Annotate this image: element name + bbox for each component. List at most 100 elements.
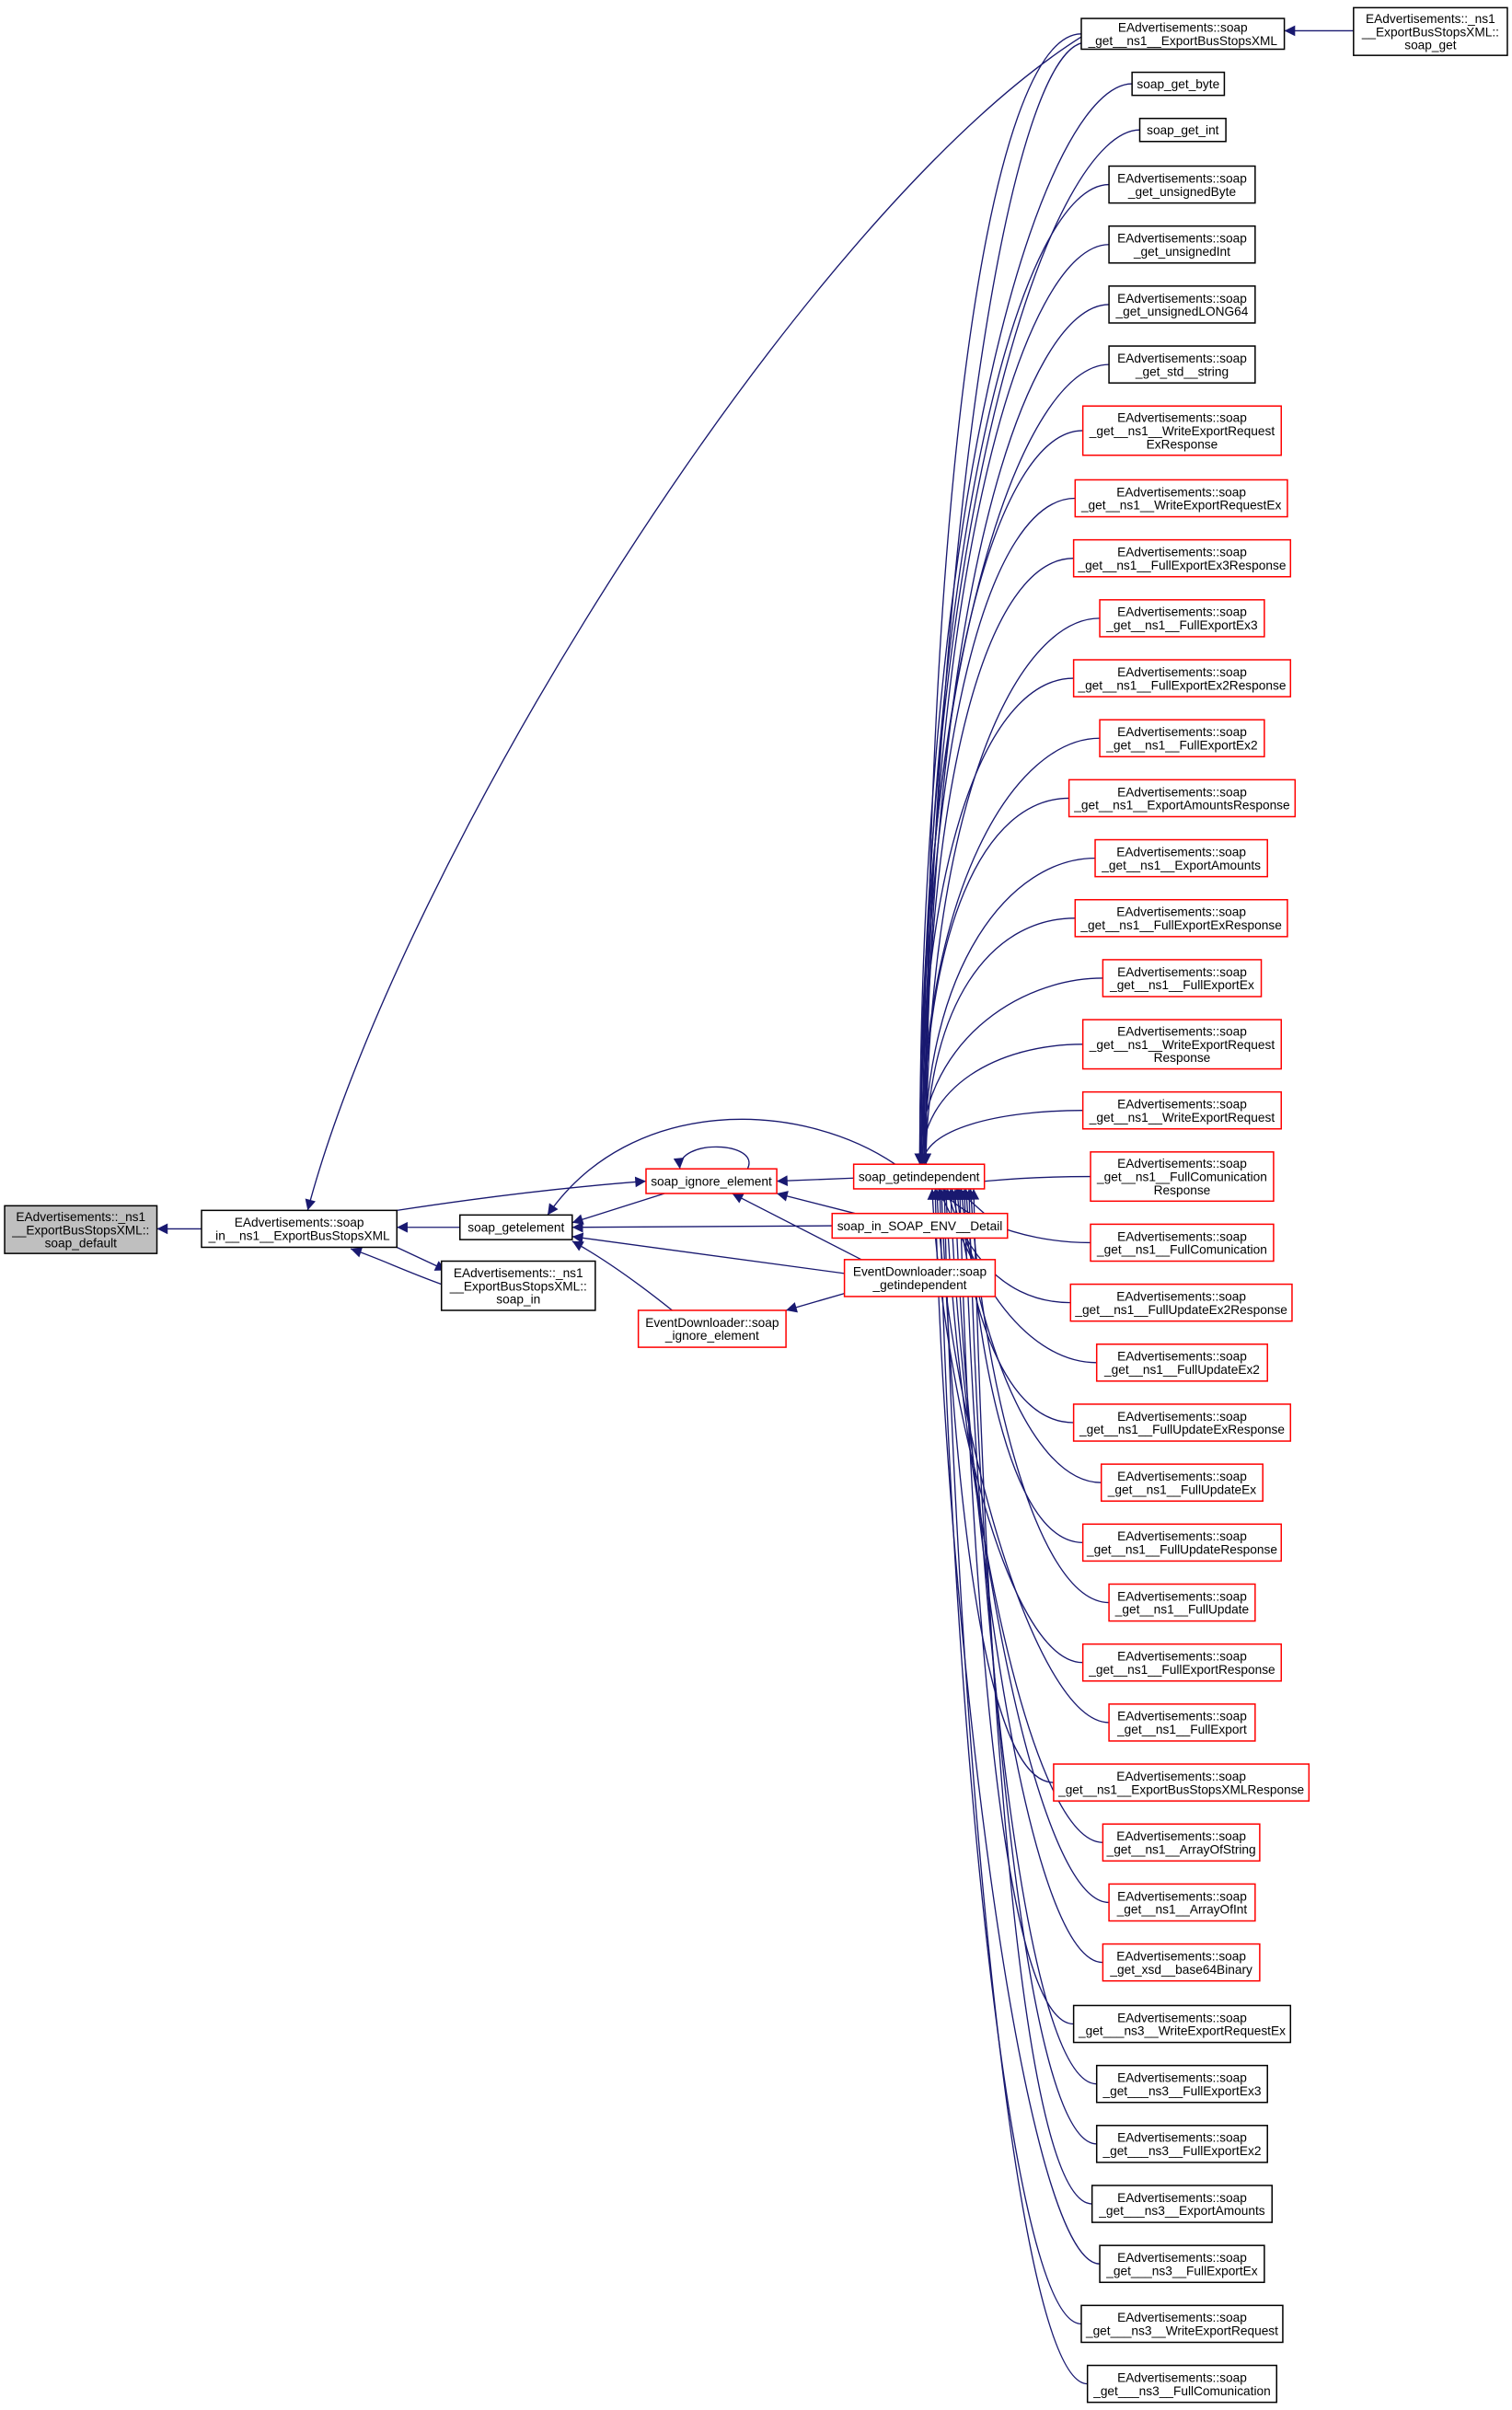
- node-label: EAdvertisements::soap: [1117, 411, 1247, 425]
- node-r16[interactable]: EAdvertisements::soap_get__ns1__FullExpo…: [1074, 898, 1288, 938]
- node-r09[interactable]: EAdvertisements::soap_get__ns1__WriteExp…: [1074, 479, 1288, 518]
- node-label: EAdvertisements::soap: [1117, 2131, 1247, 2145]
- node-label: EAdvertisements::soap: [1117, 232, 1247, 246]
- node-r14[interactable]: EAdvertisements::soap_get__ns1__ExportAm…: [1068, 778, 1297, 818]
- node-evt_ignore[interactable]: EventDownloader::soap_ignore_element: [637, 1309, 787, 1348]
- node-r13[interactable]: EAdvertisements::soap_get__ns1__FullExpo…: [1099, 719, 1265, 758]
- node-r08[interactable]: EAdvertisements::soap_get__ns1__WriteExp…: [1081, 405, 1283, 456]
- node-label: EAdvertisements::soap: [1117, 725, 1247, 739]
- node-box: [831, 1212, 1009, 1240]
- edge-evt_getind-to-evt_ignore: [785, 1292, 845, 1313]
- node-label: _get__ns1__WriteExportRequestEx: [1080, 499, 1282, 513]
- node-r10[interactable]: EAdvertisements::soap_get__ns1__FullExpo…: [1072, 538, 1292, 578]
- node-detail[interactable]: soap_in_SOAP_ENV__Detail: [831, 1212, 1009, 1240]
- node-r23[interactable]: EAdvertisements::soap_get__ns1__FullUpda…: [1095, 1343, 1268, 1382]
- node-label: EAdvertisements::_ns1: [16, 1210, 145, 1224]
- node-r40[interactable]: EAdvertisements::soap_get___ns3__FullCom…: [1086, 2364, 1278, 2404]
- node-box: [1095, 2125, 1268, 2163]
- edge-r01-to-getind-2: [918, 42, 1082, 1165]
- node-r01[interactable]: EAdvertisements::soap_get__ns1__ExportBu…: [1080, 17, 1286, 51]
- node-label: EAdvertisements::soap: [1116, 1289, 1246, 1303]
- node-r35[interactable]: EAdvertisements::soap_get___ns3__FullExp…: [1095, 2064, 1268, 2104]
- node-r34[interactable]: EAdvertisements::soap_get___ns3__WriteEx…: [1072, 2004, 1292, 2044]
- node-label: _get__ns1__FullComunication: [1096, 1243, 1267, 1257]
- node-label: EventDownloader::soap: [853, 1265, 987, 1279]
- node-r15[interactable]: EAdvertisements::soap_get__ns1__ExportAm…: [1094, 838, 1268, 878]
- node-box: [1081, 1019, 1283, 1070]
- node-r21[interactable]: EAdvertisements::soap_get__ns1__FullComu…: [1090, 1223, 1275, 1263]
- node-box: [1131, 71, 1226, 97]
- node-label: _get__ns1__FullExportEx2Response: [1077, 678, 1286, 692]
- node-label: EAdvertisements::soap: [1117, 1024, 1247, 1038]
- node-label: _get___ns3__FullExportEx3: [1102, 2084, 1261, 2098]
- node-label: _get__ns1__FullUpdateEx2Response: [1074, 1303, 1287, 1317]
- node-box: [459, 1214, 573, 1240]
- node-r17[interactable]: EAdvertisements::soap_get__ns1__FullExpo…: [1102, 959, 1263, 997]
- node-r38[interactable]: EAdvertisements::soap_get___ns3__FullExp…: [1099, 2244, 1265, 2284]
- node-label: EAdvertisements::soap: [1117, 2251, 1247, 2265]
- node-r29[interactable]: EAdvertisements::soap_get__ns1__FullExpo…: [1108, 1703, 1256, 1742]
- edge-r39-to-getind: [934, 1188, 1081, 2325]
- edge-r33-to-getind: [950, 1188, 1103, 1964]
- edge-r25-to-getind: [956, 1188, 1102, 1483]
- node-r37[interactable]: EAdvertisements::soap_get___ns3__ExportA…: [1091, 2185, 1273, 2223]
- edge-r08-to-getind: [916, 430, 1083, 1165]
- node-box: [1090, 1151, 1275, 1203]
- node-label: EAdvertisements::soap: [1117, 2071, 1247, 2085]
- node-r36[interactable]: EAdvertisements::soap_get___ns3__FullExp…: [1095, 2125, 1268, 2163]
- node-r20[interactable]: EAdvertisements::soap_get__ns1__FullComu…: [1090, 1151, 1275, 1203]
- node-label: Response: [1154, 1183, 1211, 1197]
- node-label: EAdvertisements::soap: [235, 1216, 364, 1229]
- node-in_ns1[interactable]: EAdvertisements::soap_in__ns1__ExportBus…: [201, 1209, 398, 1249]
- node-label: _get___ns3__FullExportEx2: [1102, 2144, 1261, 2158]
- node-evt_getind[interactable]: EventDownloader::soap_getindependent: [843, 1259, 997, 1297]
- node-box: [1081, 1523, 1283, 1562]
- node-default[interactable]: EAdvertisements::_ns1__ExportBusStopsXML…: [4, 1205, 158, 1254]
- node-ignore[interactable]: soap_ignore_element: [645, 1168, 778, 1194]
- node-r33[interactable]: EAdvertisements::soap_get_xsd__base64Bin…: [1102, 1943, 1261, 1982]
- node-r07[interactable]: EAdvertisements::soap_get_std__string: [1108, 345, 1256, 384]
- node-r11[interactable]: EAdvertisements::soap_get__ns1__FullExpo…: [1099, 599, 1265, 638]
- node-r24[interactable]: EAdvertisements::soap_get__ns1__FullUpda…: [1072, 1403, 1292, 1442]
- node-label: _get__ns1__ExportAmounts: [1101, 859, 1261, 872]
- node-r06[interactable]: EAdvertisements::soap_get_unsignedLONG64: [1108, 285, 1256, 324]
- node-r27[interactable]: EAdvertisements::soap_get__ns1__FullUpda…: [1108, 1583, 1256, 1622]
- node-getind[interactable]: soap_getindependent: [852, 1163, 986, 1190]
- node-r28[interactable]: EAdvertisements::soap_get__ns1__FullExpo…: [1081, 1643, 1283, 1682]
- nodes: EAdvertisements::_ns1__ExportBusStopsXML…: [4, 6, 1508, 2404]
- node-r30[interactable]: EAdvertisements::soap_get__ns1__ExportBu…: [1053, 1763, 1310, 1802]
- node-label: ExResponse: [1147, 437, 1218, 451]
- node-r31[interactable]: EAdvertisements::soap_get__ns1__ArrayOfS…: [1102, 1823, 1261, 1862]
- node-label: _get_unsignedInt: [1133, 245, 1230, 259]
- node-r26[interactable]: EAdvertisements::soap_get__ns1__FullUpda…: [1081, 1523, 1283, 1562]
- node-label: soap_get_int: [1147, 123, 1219, 137]
- node-getelement[interactable]: soap_getelement: [459, 1214, 573, 1240]
- node-label: EAdvertisements::soap: [1117, 1350, 1247, 1364]
- edge-r40-to-getind: [939, 1188, 1088, 2385]
- node-label: _get__ns1__FullUpdate: [1114, 1603, 1249, 1617]
- edge-r16-to-getind: [920, 917, 1076, 1165]
- node-r04[interactable]: EAdvertisements::soap_get_unsignedByte: [1108, 165, 1256, 204]
- node-r25[interactable]: EAdvertisements::soap_get__ns1__FullUpda…: [1100, 1463, 1264, 1502]
- node-r03[interactable]: soap_get_int: [1138, 117, 1227, 143]
- node-r12[interactable]: EAdvertisements::soap_get__ns1__FullExpo…: [1072, 659, 1292, 698]
- node-cls_in[interactable]: EAdvertisements::_ns1__ExportBusStopsXML…: [440, 1260, 596, 1311]
- node-r39[interactable]: EAdvertisements::soap_get___ns3__WriteEx…: [1080, 2304, 1284, 2344]
- node-box: [1069, 1283, 1293, 1322]
- node-label: EAdvertisements::soap: [1117, 605, 1247, 619]
- node-r05[interactable]: EAdvertisements::soap_get_unsignedInt: [1108, 225, 1256, 264]
- node-label: _get___ns3__WriteExportRequest: [1085, 2324, 1278, 2338]
- node-r00[interactable]: EAdvertisements::_ns1__ExportBusStopsXML…: [1353, 6, 1508, 56]
- node-box: [1072, 659, 1292, 698]
- node-r02[interactable]: soap_get_byte: [1131, 71, 1226, 97]
- node-r22[interactable]: EAdvertisements::soap_get__ns1__FullUpda…: [1069, 1283, 1293, 1322]
- node-box: [201, 1209, 398, 1249]
- edge-evt_ignore-to-getelement: [571, 1240, 673, 1311]
- node-box: [1138, 117, 1227, 143]
- node-label: EAdvertisements::soap: [1117, 2191, 1247, 2205]
- node-box: [1053, 1763, 1310, 1802]
- node-label: EAdvertisements::soap: [1117, 1410, 1247, 1424]
- node-r32[interactable]: EAdvertisements::soap_get__ns1__ArrayOfI…: [1108, 1883, 1256, 1922]
- node-r19[interactable]: EAdvertisements::soap_get__ns1__WriteExp…: [1081, 1090, 1283, 1130]
- node-r18[interactable]: EAdvertisements::soap_get__ns1__WriteExp…: [1081, 1019, 1283, 1070]
